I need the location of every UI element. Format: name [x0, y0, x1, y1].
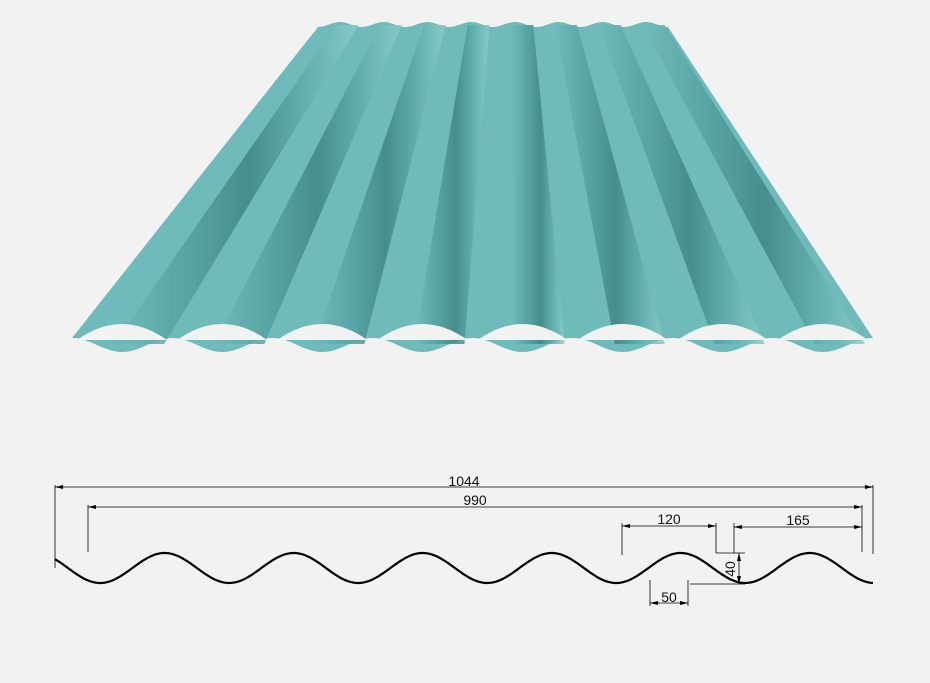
- sheet-groove-7: [598, 25, 765, 344]
- dimension-arrows: [55, 485, 873, 605]
- dim-165-label: 165: [786, 512, 810, 528]
- sheet-groove-1: [114, 25, 359, 344]
- arrow: [865, 485, 873, 489]
- sheet-edge-cut-3: [277, 324, 368, 340]
- arrow: [854, 525, 862, 529]
- arrow: [708, 524, 716, 528]
- arrow: [737, 576, 741, 584]
- sheet-edge-cut-7: [677, 324, 768, 340]
- arrow: [737, 553, 741, 561]
- dim-50-label: 50: [661, 589, 677, 605]
- dim-990-label: 990: [463, 492, 487, 508]
- dim-120-label: 120: [657, 511, 681, 527]
- arrow: [650, 601, 658, 605]
- sheet-groove-5: [511, 25, 565, 344]
- corrugated-sheet-illustration: [72, 22, 873, 352]
- sheet-edge-cut-6: [577, 324, 668, 340]
- sheet-groove-8: [642, 25, 865, 344]
- dim-1044-label: 1044: [448, 473, 479, 489]
- sheet-edge-cut-2: [177, 324, 268, 340]
- sheet-edge-cut-4: [377, 324, 468, 340]
- sheet-groove-3: [314, 25, 446, 344]
- sheet-edge-cut-1: [77, 324, 168, 340]
- sheet-edge-cut-8: [777, 324, 868, 340]
- arrow: [680, 601, 688, 605]
- arrow: [55, 485, 63, 489]
- arrow: [734, 525, 742, 529]
- profile-curve: [54, 551, 874, 585]
- arrow: [88, 505, 96, 509]
- sheet-groove-4: [414, 25, 490, 344]
- sheet-grooves: [77, 25, 868, 344]
- sheet-groove-2: [214, 25, 402, 344]
- arrow: [622, 524, 630, 528]
- sheet-edge-cut-5: [477, 324, 568, 340]
- dimension-lines: [54, 485, 874, 606]
- dim-40-label: 40: [722, 561, 738, 577]
- sheet-groove-6: [555, 25, 665, 344]
- arrow: [854, 505, 862, 509]
